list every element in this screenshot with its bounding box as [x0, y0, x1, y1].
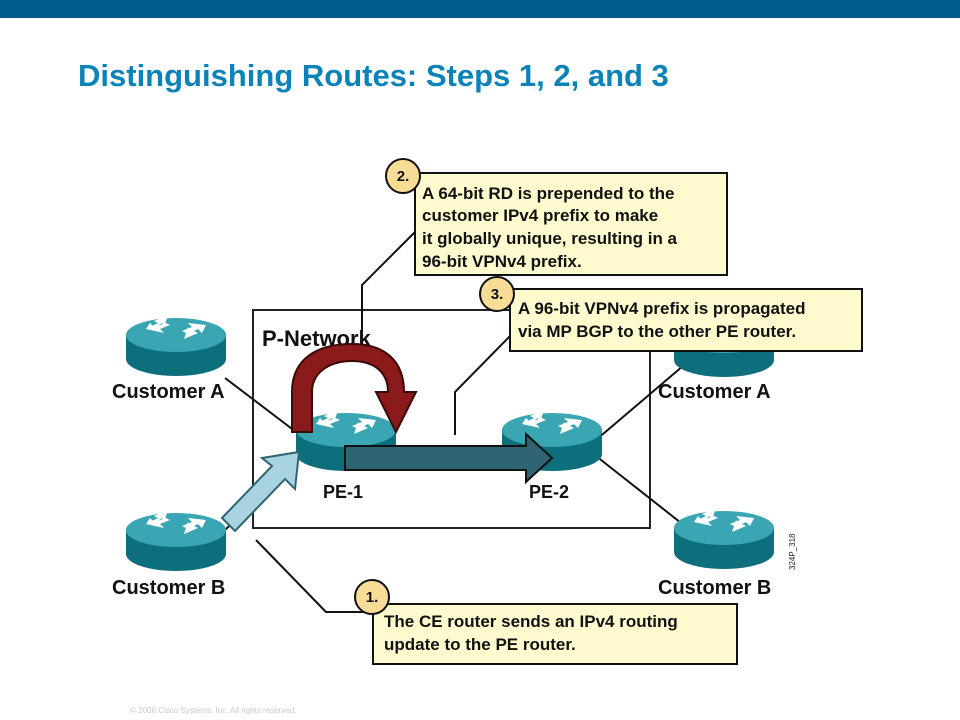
- label-pe2: PE-2: [529, 482, 569, 502]
- rd-loop-arrow: [291, 342, 418, 435]
- callout-2-leader: [361, 231, 416, 355]
- callout-1-leader: [255, 539, 372, 613]
- slide-title: Distinguishing Routes: Steps 1, 2, and 3: [78, 58, 669, 93]
- callout-2-line-3: it globally unique, resulting in a: [422, 229, 678, 248]
- propagation-arrow: [344, 431, 554, 485]
- figure-id: 324P_318: [788, 533, 797, 570]
- copyright-notice: © 2006 Cisco Systems, Inc. All rights re…: [130, 706, 297, 715]
- callout-2-line-4: 96-bit VPNv4 prefix.: [422, 252, 582, 271]
- router-customer-b-right: [674, 508, 774, 569]
- label-customer-b-left: Customer B: [112, 577, 225, 599]
- badge-step-2: 2.: [385, 158, 421, 194]
- link-pe2-customer-b-right: [595, 455, 691, 531]
- callout-1-line-1: The CE router sends an IPv4 routing: [384, 612, 678, 631]
- top-bar: [0, 0, 960, 18]
- router-customer-b-left: [126, 510, 226, 571]
- ipv4-update-arrow: [220, 450, 301, 533]
- callout-3-leader: [454, 334, 512, 435]
- label-pe1: PE-1: [323, 482, 363, 502]
- router-customer-a-left: [126, 315, 226, 376]
- callout-3-line-2: via MP BGP to the other PE router.: [518, 322, 796, 341]
- p-network-boundary: [252, 309, 651, 529]
- callout-step-2: A 64-bit RD is prepended to the customer…: [414, 172, 728, 276]
- badge-1-number: 1.: [366, 589, 379, 606]
- link-pe2-customer-a-right: [595, 359, 691, 441]
- callout-2-line-2: customer IPv4 prefix to make: [422, 206, 658, 225]
- badge-3-number: 3.: [491, 286, 504, 303]
- callout-step-3: A 96-bit VPNv4 prefix is propagated via …: [509, 288, 863, 352]
- badge-2-number: 2.: [397, 168, 410, 185]
- label-customer-a-right: Customer A: [658, 381, 771, 403]
- callout-3-line-1: A 96-bit VPNv4 prefix is propagated: [518, 299, 806, 318]
- badge-step-1: 1.: [354, 579, 390, 615]
- link-customer-a-left-pe1: [224, 377, 301, 436]
- callout-2-line-1: A 64-bit RD is prepended to the: [422, 184, 675, 203]
- label-customer-a-left: Customer A: [112, 381, 225, 403]
- callout-step-1: The CE router sends an IPv4 routing upda…: [372, 603, 738, 665]
- badge-step-3: 3.: [479, 276, 515, 312]
- label-customer-b-right: Customer B: [658, 577, 771, 599]
- callout-1-line-2: update to the PE router.: [384, 635, 576, 654]
